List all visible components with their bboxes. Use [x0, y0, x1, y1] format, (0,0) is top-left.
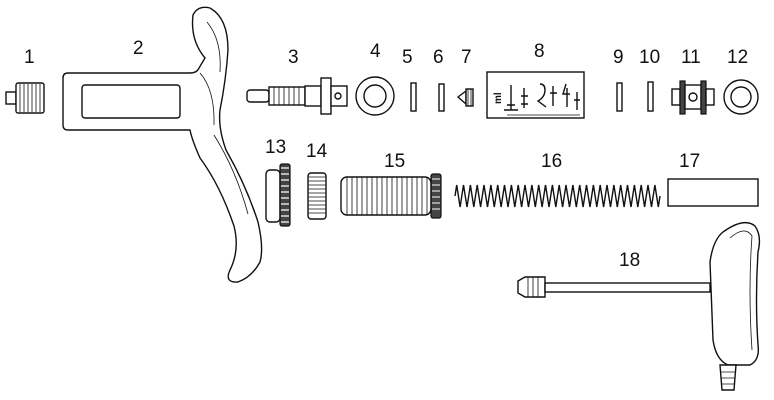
part-4-washer: [355, 76, 395, 116]
part-13-threaded-nut: [265, 163, 291, 227]
part-number-15: 15: [384, 151, 405, 172]
part-3-threaded-adapter: [246, 77, 348, 115]
part-6-seal: [438, 83, 445, 112]
part-9-seal: [616, 82, 623, 112]
part-number-12: 12: [727, 47, 748, 68]
part-number-9: 9: [613, 47, 624, 68]
part-11-piston: [671, 80, 715, 115]
part-10-seal: [647, 81, 654, 112]
part-7-valve: [456, 88, 474, 107]
part-number-17: 17: [679, 151, 700, 172]
part-number-14: 14: [306, 141, 328, 162]
part-5-seal: [410, 82, 417, 112]
part-15-threaded-tube: [340, 173, 442, 219]
part-14-knurled-ring: [307, 172, 327, 220]
part-number-10: 10: [639, 47, 660, 68]
part-12-o-ring: [723, 79, 759, 115]
scale-unit-label: ml: [493, 92, 504, 104]
part-17-sleeve: [667, 178, 759, 207]
part-number-11: 11: [681, 47, 701, 68]
part-number-3: 3: [288, 47, 299, 68]
part-number-13: 13: [265, 137, 286, 158]
part-number-8: 8: [534, 41, 545, 62]
part-number-2: 2: [133, 38, 144, 59]
part-1-knurled-cap: [5, 82, 45, 114]
part-number-7: 7: [461, 47, 472, 68]
part-2-syringe-body: [62, 6, 263, 283]
part-18-plunger-rod: [517, 221, 761, 391]
part-number-6: 6: [433, 47, 444, 68]
part-number-4: 4: [370, 41, 381, 62]
part-number-18: 18: [619, 250, 640, 271]
part-numbers: 1 2 3 4 5 6 7 8 9 10 11 12 13 14 15 16 1…: [24, 38, 748, 271]
part-number-16: 16: [541, 151, 562, 172]
part-number-1: 1: [24, 47, 35, 68]
part-number-5: 5: [402, 47, 413, 68]
part-8-graduated-barrel: ml: [486, 71, 585, 119]
part-16-spring: [454, 184, 661, 208]
